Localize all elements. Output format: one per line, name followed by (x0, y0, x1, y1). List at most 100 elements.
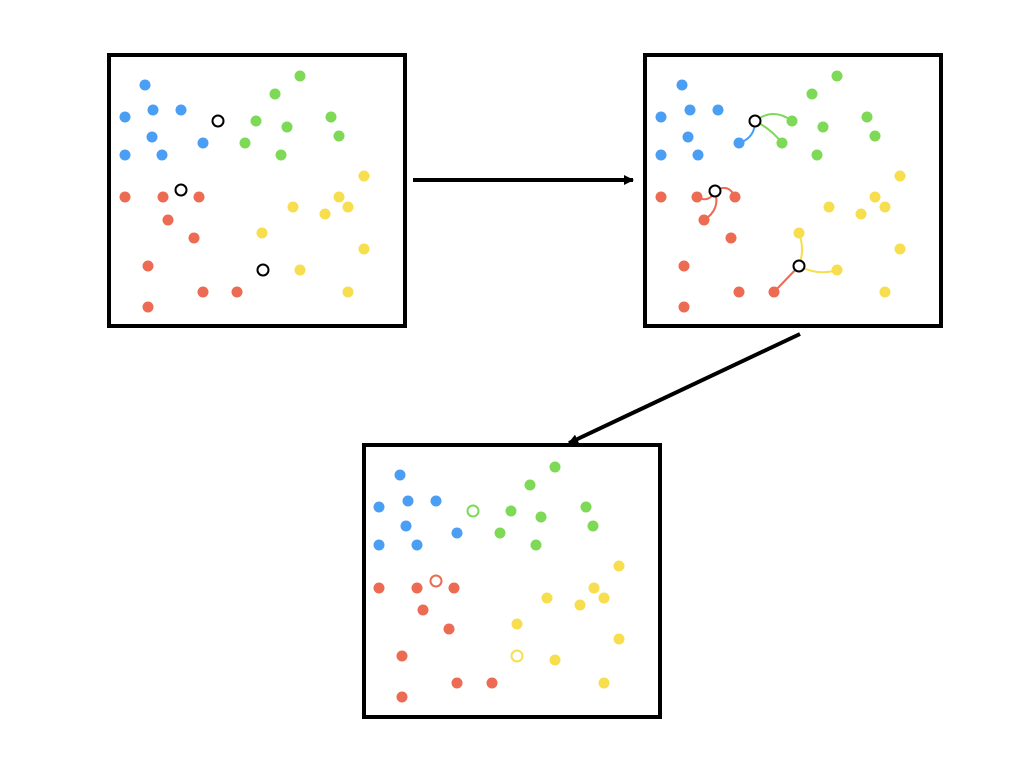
panel-1-yellow-point (358, 243, 370, 255)
panel-3-query-point-red (429, 574, 443, 588)
panel-3-yellow-point (574, 599, 586, 611)
panel-3-red-point (396, 691, 408, 703)
query-points (174, 114, 806, 663)
panel-1-blue-point (175, 104, 187, 116)
panel-3-yellow-point (549, 654, 561, 666)
panel-3-yellow-point (511, 618, 523, 630)
arrow-panel2-to-panel3 (568, 332, 801, 445)
panel-1-yellow-point (319, 208, 331, 220)
panel-2-green-point (861, 111, 873, 123)
panel-2-yellow-point (855, 208, 867, 220)
panel-1-yellow-point (256, 227, 268, 239)
panel-2-green-point (869, 130, 881, 142)
panel-1-frame (107, 53, 407, 328)
panel-1-blue-point (119, 149, 131, 161)
panel-2-blue-point (655, 149, 667, 161)
panel-3-blue-point (373, 539, 385, 551)
panel-1-green-point (281, 121, 293, 133)
panel-2-green-point (806, 88, 818, 100)
panel-3-green-point (587, 520, 599, 532)
panel-3-red-point (396, 650, 408, 662)
panel-2-blue-point (733, 137, 745, 149)
panel-3-green-point (494, 527, 506, 539)
panel-2-blue-point (655, 111, 667, 123)
panel-3-red-point (373, 582, 385, 594)
panel-3-yellow-point (613, 633, 625, 645)
panel-1-green-point (269, 88, 281, 100)
panel-2-red-point (655, 191, 667, 203)
panel-2-red-point (678, 301, 690, 313)
panel-1-yellow-point (287, 201, 299, 213)
panel-1-red-point (142, 301, 154, 313)
panel-2-red-point (698, 214, 710, 226)
panel-2-green-point (811, 149, 823, 161)
panel-2-blue-point (692, 149, 704, 161)
panel-2-blue-point (684, 104, 696, 116)
panel-3-red-point (486, 677, 498, 689)
panel-3-red-point (411, 582, 423, 594)
panel-3-blue-point (394, 469, 406, 481)
panel-1-query-point-black (174, 183, 188, 197)
panel-2-red-point (768, 286, 780, 298)
panel-2-red-point (691, 191, 703, 203)
panel-2-red-point (729, 191, 741, 203)
panel-1-yellow-point (358, 170, 370, 182)
panel-3-red-point (448, 582, 460, 594)
panel-1-yellow-point (294, 264, 306, 276)
panel-3-blue-point (451, 527, 463, 539)
panel-3-blue-point (430, 495, 442, 507)
panel-1-blue-point (156, 149, 168, 161)
panel-2-query-point-black (708, 184, 722, 198)
panel-3-green-point (580, 501, 592, 513)
panel-1-red-point (197, 286, 209, 298)
panel-1-red-point (119, 191, 131, 203)
panel-2-yellow-point (879, 201, 891, 213)
panel-2-green-point (776, 137, 788, 149)
panel-2-green-point (831, 70, 843, 82)
panel-3-yellow-point (598, 592, 610, 604)
panel-2-yellow-point (894, 243, 906, 255)
panel-3-red-point (443, 623, 455, 635)
panel-1-green-point (239, 137, 251, 149)
panel-2-query-point-black (792, 259, 806, 273)
panel-2-green-point (786, 115, 798, 127)
panel-1-query-point-black (256, 263, 270, 277)
data-points (119, 70, 906, 703)
panel-1-green-point (250, 115, 262, 127)
panel-2-yellow-point (823, 201, 835, 213)
panel-1-blue-point (197, 137, 209, 149)
panel-1-blue-point (119, 111, 131, 123)
neighbor-links (696, 113, 838, 293)
panel-1-yellow-point (333, 191, 345, 203)
panel-1-blue-point (147, 104, 159, 116)
panel-1-red-point (162, 214, 174, 226)
panel-3-blue-point (373, 501, 385, 513)
panel-3-green-point (524, 479, 536, 491)
panel-2-yellow-point (879, 286, 891, 298)
panel-3-green-point (535, 511, 547, 523)
panel-2-blue-point (712, 104, 724, 116)
panel-2-red-point (678, 260, 690, 272)
panel-3-red-point (417, 604, 429, 616)
panel-3-yellow-point (541, 592, 553, 604)
panel-3-green-point (530, 539, 542, 551)
panel-3-query-point-green (466, 504, 480, 518)
panel-2-frame (643, 53, 943, 328)
panel-2-red-point (733, 286, 745, 298)
panel-3-query-point-yellow (510, 649, 524, 663)
panel-2-query-point-black (748, 114, 762, 128)
panel-2-yellow-point (869, 191, 881, 203)
panel-1-red-point (188, 232, 200, 244)
panel-2-yellow-point (793, 227, 805, 239)
panel-1-blue-point (139, 79, 151, 91)
panel-3-blue-point (411, 539, 423, 551)
panel-2-yellow-point (831, 264, 843, 276)
panel-1-red-point (157, 191, 169, 203)
panel-3-blue-point (400, 520, 412, 532)
panel-1-red-point (231, 286, 243, 298)
panel-1-query-point-black (211, 114, 225, 128)
panel-1-blue-point (146, 131, 158, 143)
panel-3-red-point (451, 677, 463, 689)
panel-3-frame (362, 443, 662, 719)
